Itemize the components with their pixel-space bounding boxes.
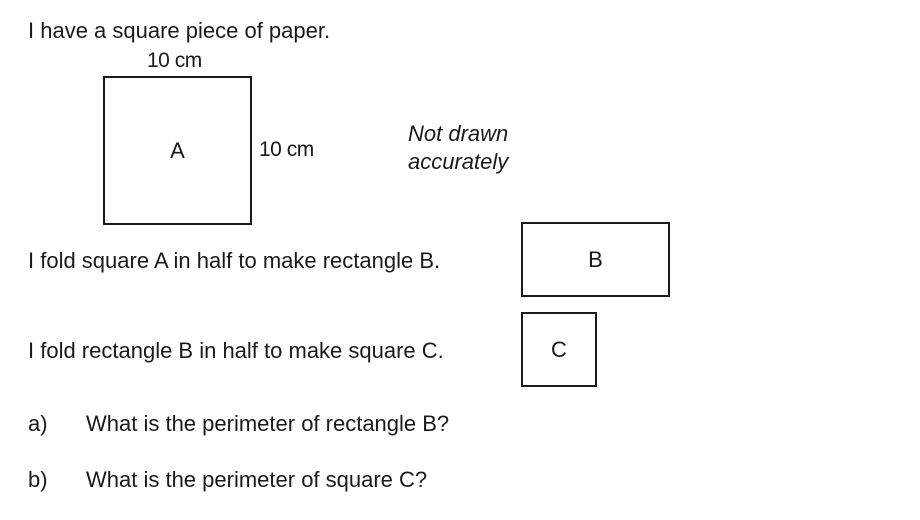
rectangle-b-label: B — [588, 246, 603, 272]
square-a: A — [103, 76, 252, 225]
square-c-label: C — [551, 336, 567, 362]
rectangle-b: B — [521, 222, 670, 297]
intro-text: I have a square piece of paper. — [28, 18, 331, 43]
not-drawn-note-line2: accurately — [408, 149, 509, 174]
not-drawn-note-line1: Not drawn — [408, 121, 509, 146]
question-b-marker: b) — [28, 467, 48, 492]
square-a-side-dimension: 10 cm — [259, 138, 314, 161]
question-a-marker: a) — [28, 411, 48, 436]
square-a-top-dimension: 10 cm — [147, 49, 202, 72]
question-a-text: What is the perimeter of rectangle B? — [86, 411, 450, 436]
square-c: C — [521, 312, 597, 387]
fold-2-text: I fold rectangle B in half to make squar… — [28, 338, 444, 363]
question-b-text: What is the perimeter of square C? — [86, 467, 428, 492]
fold-1-text: I fold square A in half to make rectangl… — [28, 248, 441, 273]
square-a-label: A — [170, 137, 185, 163]
